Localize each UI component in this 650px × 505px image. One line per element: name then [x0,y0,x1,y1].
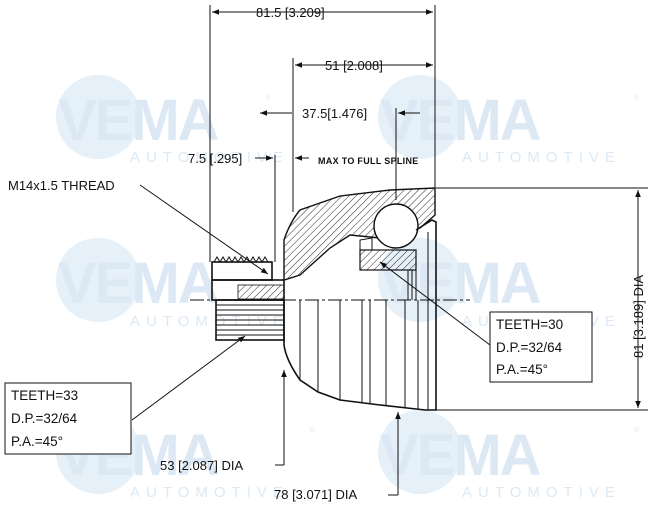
svg-text:AUTOMOTIVE: AUTOMOTIVE [462,484,621,501]
watermark-bottom-right: VEMA AUTOMOTIVE ® [378,410,640,501]
inner-race-section [359,249,417,271]
svg-text:AUTOMOTIVE: AUTOMOTIVE [130,484,289,501]
svg-text:VEMA: VEMA [58,251,219,316]
svg-text:VEMA: VEMA [380,423,541,488]
svg-text:®: ® [634,94,640,102]
bell-right-upper [415,219,437,300]
dimension-lines [131,5,648,496]
svg-text:VEMA: VEMA [58,88,219,153]
outer-spline-teeth: TEETH=33 [11,388,78,403]
label-mid-length: 51 [2.008] [325,58,383,73]
ball-bearing [373,203,419,249]
bell-surface-lines [299,300,429,410]
leader-thread [139,184,269,275]
label-outer-dia: 81 [3.189] DIA [631,275,646,358]
label-thread-length: 7.5 [.295] [188,151,242,166]
label-spline-length: 37.5[1.476] [302,106,367,121]
thread-teeth [213,256,269,263]
leader-outer-spline [131,335,246,421]
outer-spline-dp: D.P.=32/64 [11,411,78,426]
watermark-mid-left: VEMA AUTOMOTIVE [56,238,289,330]
dimension-labels: 81.5 [3.209] 51 [2.008] 37.5[1.476] 7.5 … [8,5,646,502]
watermark-top-right: VEMA AUTOMOTIVE ® [378,75,640,166]
svg-text:®: ® [634,426,640,434]
leader-inner-spline [379,261,491,346]
label-body-dia: 78 [3.071] DIA [274,487,357,502]
inner-spline-dp: D.P.=32/64 [496,340,563,355]
label-seal-dia: 53 [2.087] DIA [160,458,243,473]
svg-text:®: ® [265,94,271,102]
outer-spline-spec-box: TEETH=33 D.P.=32/64 P.A.=45° [4,382,132,455]
svg-text:AUTOMOTIVE: AUTOMOTIVE [462,149,621,166]
inner-spline-teeth: TEETH=30 [496,317,563,332]
svg-text:AUTOMOTIVE: AUTOMOTIVE [130,313,289,330]
label-overall-length: 81.5 [3.209] [256,5,325,20]
cv-joint-part [211,187,437,411]
outer-spline-lines [216,304,284,336]
inner-spline-spec-box: TEETH=30 D.P.=32/64 P.A.=45° [489,311,593,383]
label-spline-note: MAX TO FULL SPLINE [318,156,419,166]
outer-spline-pa: P.A.=45° [11,434,63,449]
outer-race-body [283,300,437,411]
cage-detail [359,237,373,250]
svg-text:AUTOMOTIVE: AUTOMOTIVE [130,149,289,166]
watermark-top-left: VEMA AUTOMOTIVE ® [56,75,289,166]
inner-spline-pa: P.A.=45° [496,362,548,377]
thread-hole-section [237,284,285,300]
inner-spline-lines [407,270,417,300]
label-thread: M14x1.5 THREAD [8,178,115,193]
svg-text:®: ® [310,426,316,434]
svg-text:VEMA: VEMA [380,88,541,153]
watermark-group: VEMA AUTOMOTIVE ® VEMA AUTOMOTIVE ® VEMA… [56,75,640,501]
